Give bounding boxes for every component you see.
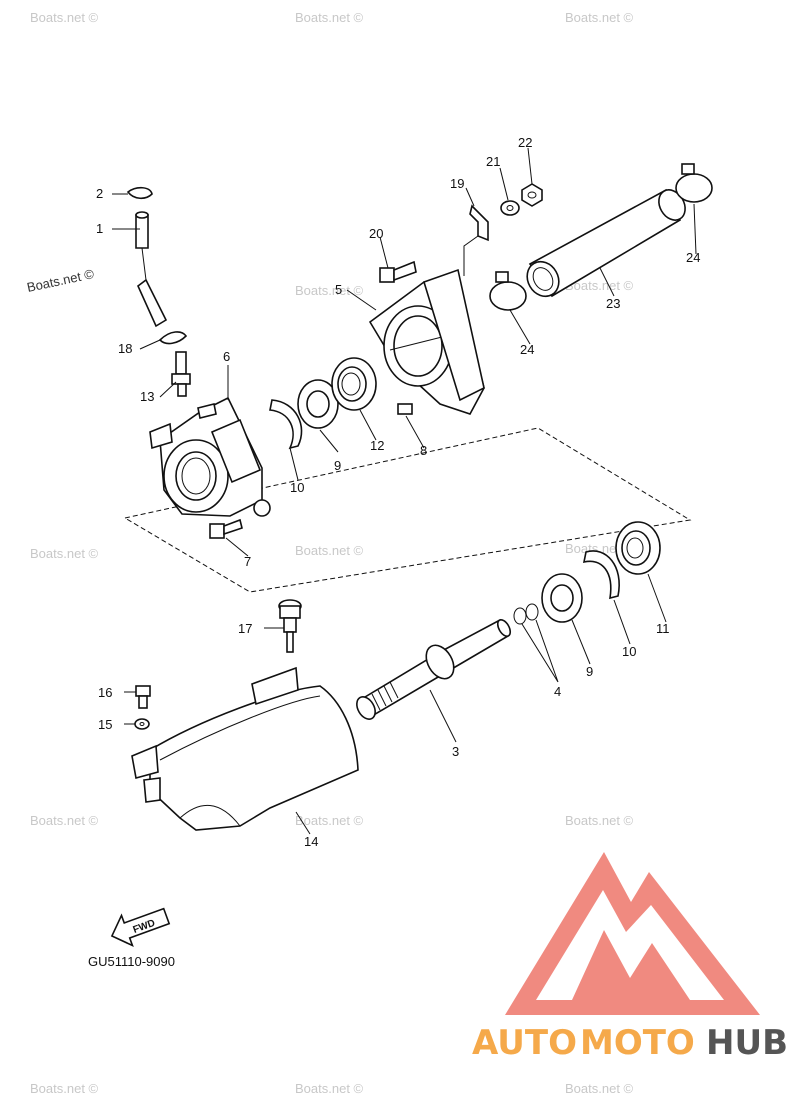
watermark: Boats.net © xyxy=(565,10,634,25)
housing-part-6 xyxy=(149,396,271,517)
o-rings-part-4 xyxy=(513,603,539,625)
part-label-3: 3 xyxy=(452,744,459,759)
part-label-9-upper: 9 xyxy=(334,458,341,473)
part-label-14: 14 xyxy=(304,834,318,849)
fwd-arrow-icon: FWD xyxy=(110,907,171,948)
clamp-part-24-lower xyxy=(489,271,527,311)
part-label-1: 1 xyxy=(96,221,103,236)
watermark: Boats.net © xyxy=(295,10,364,25)
hose-part-1 xyxy=(126,186,188,345)
part-label-2: 2 xyxy=(96,186,103,201)
washer-part-21 xyxy=(500,200,520,216)
part-label-24-lower: 24 xyxy=(520,342,534,357)
logo-hub-text: HUB xyxy=(706,1023,788,1063)
part-label-6: 6 xyxy=(223,349,230,364)
part-label-10-lower: 10 xyxy=(622,644,636,659)
bolt-part-20 xyxy=(379,260,417,283)
part-label-24-upper: 24 xyxy=(686,250,700,265)
hose-part-23 xyxy=(526,188,686,298)
part-label-8: 8 xyxy=(420,443,427,458)
part-label-19: 19 xyxy=(450,176,464,191)
bolt-part-7 xyxy=(209,518,243,539)
watermark: Boats.net © xyxy=(565,278,634,293)
fitting-part-13 xyxy=(171,351,191,397)
part-label-16: 16 xyxy=(98,685,112,700)
bearing-part-11 xyxy=(615,521,661,575)
part-label-11: 11 xyxy=(656,621,670,636)
watermark-dark: Boats.net © xyxy=(26,266,96,295)
watermark: Boats.net © xyxy=(30,813,99,828)
seal-part-9-lower xyxy=(541,573,583,623)
part-label-23: 23 xyxy=(606,296,620,311)
watermark: Boats.net © xyxy=(565,1081,634,1096)
part-label-12: 12 xyxy=(370,438,384,453)
watermark: Boats.net © xyxy=(30,10,99,25)
bearing-housing-part-5 xyxy=(368,268,485,415)
logo-auto-text: AUTO xyxy=(472,1023,577,1063)
circlip-part-10-lower xyxy=(582,550,620,600)
logo-triangle-mark xyxy=(505,852,760,1015)
watermark: Boats.net © xyxy=(565,813,634,828)
washer-part-15 xyxy=(134,718,150,730)
logo-moto-text: MOTO xyxy=(580,1023,695,1063)
drawing-code: GU51110-9090 xyxy=(88,954,175,969)
drive-shaft-part-3 xyxy=(356,618,512,720)
watermark: Boats.net © xyxy=(295,283,364,298)
part-label-9-lower: 9 xyxy=(586,664,593,679)
seal-part-9-upper xyxy=(297,379,339,429)
part-label-15: 15 xyxy=(98,717,112,732)
part-labels: 1 2 18 13 6 7 20 5 9 12 10 8 19 21 22 24… xyxy=(96,135,700,849)
circlip-part-10-upper xyxy=(269,399,303,450)
automotohub-logo: AUTO MOTO HUB xyxy=(472,852,788,1063)
part-label-18: 18 xyxy=(118,341,132,356)
clamp-part-24-upper xyxy=(675,163,713,203)
watermark: Boats.net © xyxy=(30,1081,99,1096)
watermark: Boats.net © xyxy=(295,1081,364,1096)
assembly-outline xyxy=(123,427,692,593)
watermark: Boats.net © xyxy=(295,813,364,828)
part-label-10-upper: 10 xyxy=(290,480,304,495)
bracket-wire-part-19 xyxy=(463,235,479,276)
part-label-4: 4 xyxy=(554,684,561,699)
cover-part-14 xyxy=(131,666,359,831)
part-label-13: 13 xyxy=(140,389,154,404)
part-label-21: 21 xyxy=(486,154,500,169)
nut-part-22 xyxy=(521,183,543,207)
bearing-part-12 xyxy=(331,357,377,411)
bolt-part-17 xyxy=(278,599,302,653)
part-label-7: 7 xyxy=(244,554,251,569)
part-label-17: 17 xyxy=(238,621,252,636)
leader-lines xyxy=(112,147,697,835)
part-label-22: 22 xyxy=(518,135,532,150)
pin-part-8 xyxy=(397,403,413,415)
part-label-20: 20 xyxy=(369,226,383,241)
watermark: Boats.net © xyxy=(30,546,99,561)
bracket-part-19 xyxy=(469,204,489,242)
bolt-part-16 xyxy=(135,685,151,709)
watermark: Boats.net © xyxy=(295,543,364,558)
part-label-5: 5 xyxy=(335,282,342,297)
